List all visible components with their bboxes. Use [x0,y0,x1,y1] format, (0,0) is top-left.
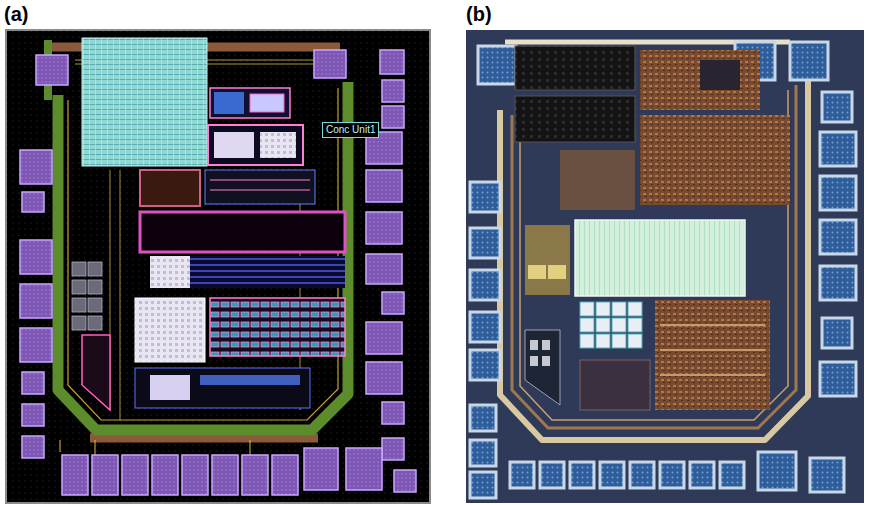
panel-letter: (b) [466,3,492,25]
cell-name-label: Conc Unit1 [322,122,379,138]
panel-letter: (a) [4,3,28,25]
